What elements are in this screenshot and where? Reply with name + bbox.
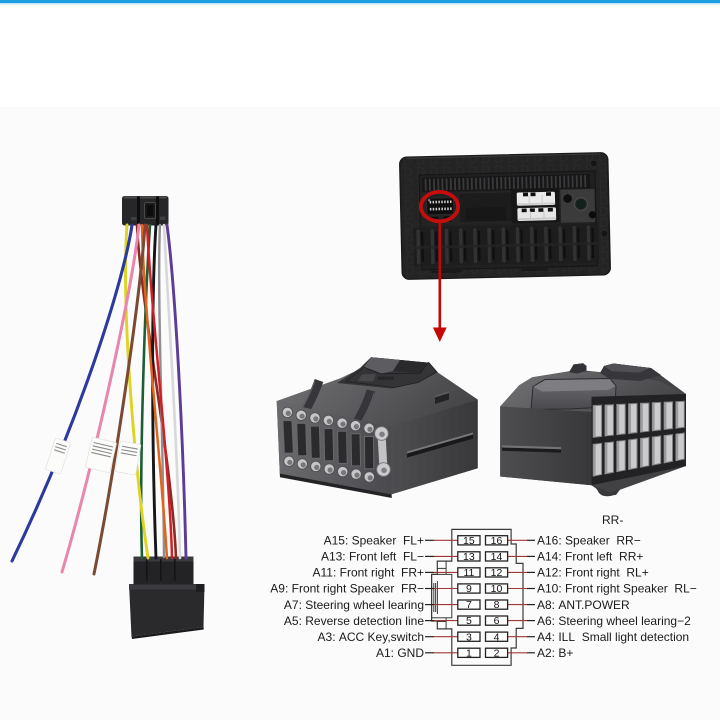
svg-text:A8: ANT.POWER: A8: ANT.POWER [537,598,630,612]
svg-text:A13: Front left FL−: A13: Front left FL− [321,550,424,564]
svg-text:15: 15 [463,535,475,547]
svg-text:RR-: RR- [602,513,623,527]
svg-text:A14: Front left RR+: A14: Front left RR+ [537,550,643,564]
svg-text:A7: Steering wheel learing: A7: Steering wheel learing [284,598,424,612]
svg-text:13: 13 [463,551,475,563]
svg-text:A3: ACC Key,switch: A3: ACC Key,switch [318,630,424,644]
svg-text:A12: Front right RL+: A12: Front right RL+ [537,566,649,580]
svg-text:A2: B+: A2: B+ [537,646,573,660]
svg-text:9: 9 [466,583,472,595]
svg-text:11: 11 [463,567,474,579]
svg-text:A16: Speaker RR−: A16: Speaker RR− [537,534,641,548]
svg-text:6: 6 [494,615,500,627]
svg-text:A9: Front right Speaker FR−: A9: Front right Speaker FR− [270,582,424,596]
svg-text:1: 1 [466,647,472,659]
svg-text:A4: ILL Small light detection: A4: ILL Small light detection [537,630,689,644]
svg-text:14: 14 [491,551,503,563]
svg-text:A1: GND: A1: GND [376,646,424,660]
svg-text:5: 5 [466,615,472,627]
svg-text:A15: Speaker FL+: A15: Speaker FL+ [324,534,424,548]
svg-text:3: 3 [466,631,472,643]
svg-text:10: 10 [491,583,503,595]
svg-text:A6: Steering wheel learing−2: A6: Steering wheel learing−2 [537,614,691,628]
svg-text:A5: Reverse detection line: A5: Reverse detection line [284,614,424,628]
svg-text:16: 16 [491,535,503,547]
svg-text:A10: Front right Speaker RL−: A10: Front right Speaker RL− [537,582,697,596]
svg-text:7: 7 [466,599,472,611]
svg-text:4: 4 [494,631,500,643]
svg-text:2: 2 [494,647,500,659]
svg-text:12: 12 [491,567,503,579]
svg-text:8: 8 [494,599,500,611]
svg-text:A11: Front right FR+: A11: Front right FR+ [313,566,425,580]
